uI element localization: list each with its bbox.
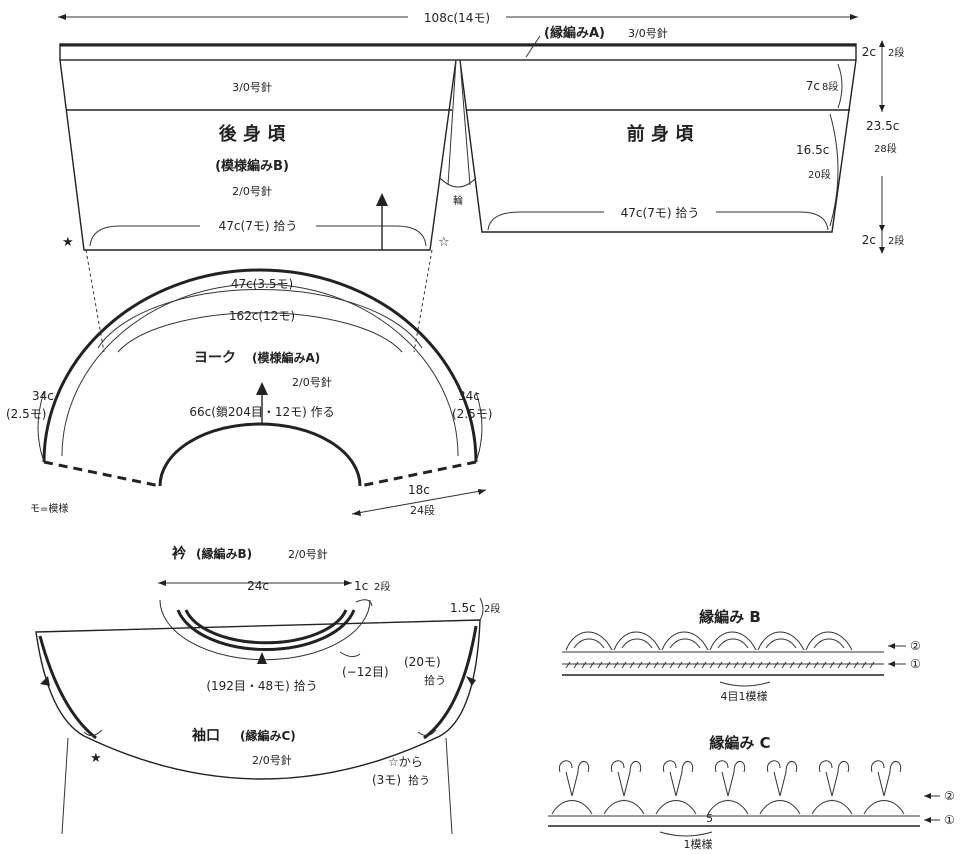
back-body-pattern: (模様編みB) [215,158,289,174]
edging-b-title: 縁編み B [699,608,761,626]
cuff-pickup-2: 拾う [408,773,430,787]
collar-minus: (−12目) [342,665,389,679]
yoke-depth-rows: 24段 [410,503,435,517]
cuff-needle: 2/0号針 [252,753,292,767]
right-b-cm: 16.5c [796,143,829,157]
yoke-needle: 2/0号針 [292,375,332,389]
right-b-rows: 20段 [808,168,831,181]
right-side-dimensions [829,40,885,254]
yoke-pattern: (模様編みA) [252,350,320,365]
edging-c-row-2: ② [944,789,955,803]
star-mark-left: ★ [62,235,74,250]
yoke-title: ヨーク [194,350,236,366]
edging-a-title: (縁編みA) [544,25,605,41]
cuff-height: 1.5c [450,601,476,615]
back-body-title: 後 身 頃 [219,123,287,145]
cuff-pickup: 拾う [424,673,446,687]
yoke-cast-on: 66c(鎖204目・12モ) 作る [189,404,334,419]
right-bottom-cm: 2c [862,233,876,247]
cuff-height-rows: 2段 [484,602,500,615]
front-body-title: 前 身 頃 [627,123,695,145]
collar-pattern: (縁編みB) [196,546,252,561]
front-body-pickup: 47c(7モ) 拾う [621,205,700,220]
collar-width: 24c [247,579,269,593]
edging-b-repeat: 4目1模様 [721,689,768,703]
right-total-rows: 28段 [874,142,897,155]
right-bottom-rows: 2段 [888,234,904,247]
edging-c-chart [548,760,940,837]
right-a-cm: 7c [806,79,820,93]
right-total-cm: 23.5c [866,119,899,133]
legend-pattern-unit: モ=模様 [30,502,68,515]
back-body-pickup: 47c(7モ) 拾う [219,218,298,233]
right-a-rows: 8段 [822,80,838,93]
edging-c-title: 縁編み C [709,734,770,752]
yoke-left-side-m: (2.5モ) [6,407,46,421]
back-body-needle: 2/0号針 [232,184,272,198]
edging-c-repeat: 1模様 [684,837,713,851]
body-pieces [59,35,857,251]
cuff-title: 袖口 [192,727,220,744]
yoke-left-side: 34c [32,389,54,403]
yoke-piece [37,249,487,516]
cuff-from: ☆から [388,755,423,769]
top-width-label: 108c(14モ) [424,11,490,25]
cuff-count-2: (3モ) [372,773,401,787]
edging-b-chart [562,631,906,687]
right-top-rows: 2段 [888,46,904,59]
cuff-count: (20モ) [404,655,441,669]
star-mark-cuff: ★ [90,751,102,766]
collar-cuff-piece [35,580,484,835]
edging-c-row-1: ① [944,813,955,827]
star-open-mark-right: ☆ [438,235,450,250]
collar-title: 衿 [172,545,187,562]
yoke-right-side-m: (2.5モ) [452,407,492,421]
edging-b-row-2: ② [910,639,921,653]
yoke-depth: 18c [408,483,430,497]
edging-c-num-5: 5 [706,812,713,825]
collar-needle: 2/0号針 [288,547,328,561]
side-label: 輪 [453,194,463,207]
edging-a-needle: 3/0号針 [628,26,668,40]
yoke-outer-label: 47c(3.5モ) [231,277,293,291]
right-top-cm: 2c [862,45,876,59]
yoke-inner-label: 162c(12モ) [229,309,295,323]
yoke-right-side: 34c [458,389,480,403]
collar-height-rows: 2段 [374,580,390,593]
collar-height: 1c [354,579,368,593]
collar-pickup: (192目・48モ) 拾う [206,678,317,693]
top-width-dimension: 108c(14モ) [58,8,858,26]
back-top-needle: 3/0号針 [232,80,272,94]
edging-b-row-1: ① [910,657,921,671]
cuff-pattern: (縁編みC) [240,728,296,743]
